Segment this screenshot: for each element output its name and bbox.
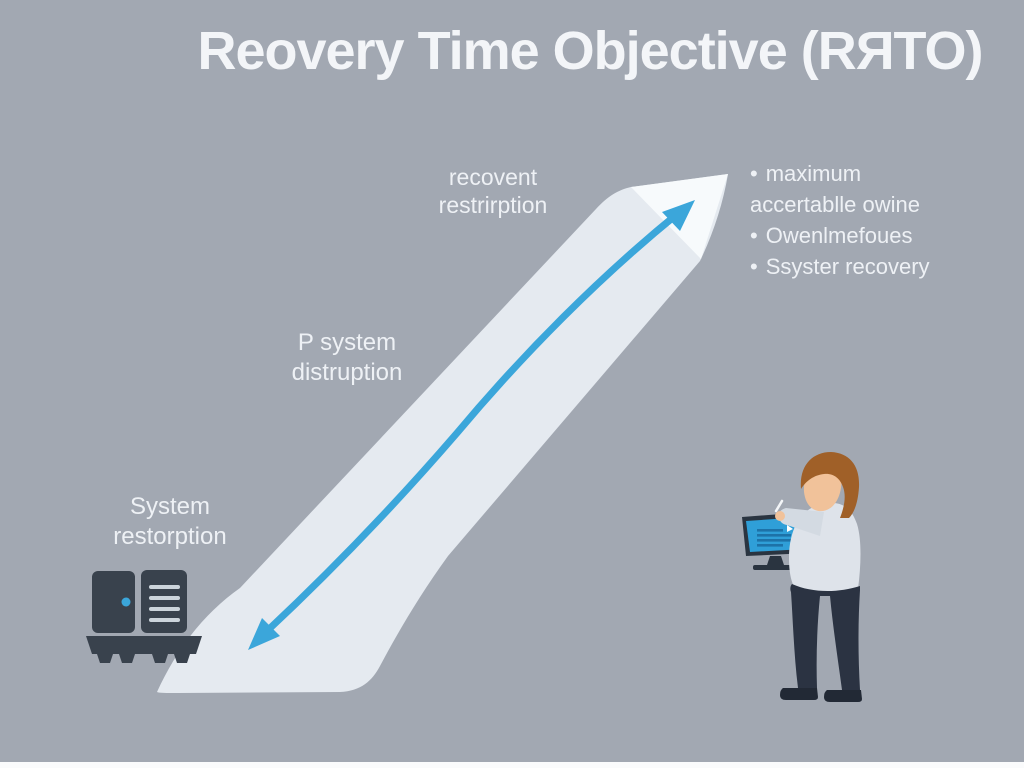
bottom-edge-strip: [0, 762, 1024, 768]
server-tower-right: [141, 570, 187, 633]
monitor-stand-neck: [767, 556, 784, 565]
person-arm: [778, 508, 824, 536]
bullet-text: Ssyster recovery: [765, 254, 930, 279]
main-title: Reovery Time Objective (RЯTO): [197, 21, 983, 81]
server-vent-lines: [149, 585, 180, 622]
system-restoration-label: System restorption: [113, 493, 227, 550]
server-icon: [86, 570, 202, 663]
person-shoe-back: [824, 690, 862, 702]
person-hair: [800, 452, 860, 518]
double-headed-arrow-icon: [248, 200, 695, 650]
bullet-list: •maximum accertablle owine •Owenlmefoues…: [750, 158, 965, 282]
arrowhead-bottom: [248, 618, 280, 650]
server-foot: [174, 654, 190, 663]
server-foot: [97, 654, 113, 663]
person-hand: [775, 511, 785, 521]
server-foot: [119, 654, 135, 663]
timeline-band: [157, 174, 728, 693]
bullet-text: Owenlmefoues: [765, 223, 913, 248]
person-pants: [790, 584, 860, 690]
bullet-item: • Ssyster recovery: [750, 251, 965, 282]
stylus: [774, 499, 784, 513]
server-foot: [152, 654, 168, 663]
bullet-text: maximum accertablle owine: [750, 161, 920, 217]
recovery-restriction-label: recovent restrirption: [438, 164, 548, 218]
bullet-marker: •: [750, 161, 758, 186]
system-disruption-label: P system distruption: [291, 329, 403, 386]
screen-text-lines: [757, 529, 791, 547]
bullet-item: • Owenlmefoues: [750, 220, 965, 251]
screen-cursor: [787, 525, 793, 532]
server-base: [86, 636, 202, 654]
arrowhead-top: [662, 200, 695, 231]
arrow-shaft: [262, 211, 680, 636]
person-shoe-front: [780, 688, 818, 700]
server-tower-left: [92, 571, 135, 633]
monitor-stand-base: [753, 565, 796, 570]
bullet-marker: •: [750, 254, 758, 279]
bullet-marker: •: [750, 223, 758, 248]
bullet-item: •maximum accertablle owine: [750, 158, 965, 220]
server-power-led: [121, 597, 131, 607]
person-figure: [774, 452, 862, 702]
